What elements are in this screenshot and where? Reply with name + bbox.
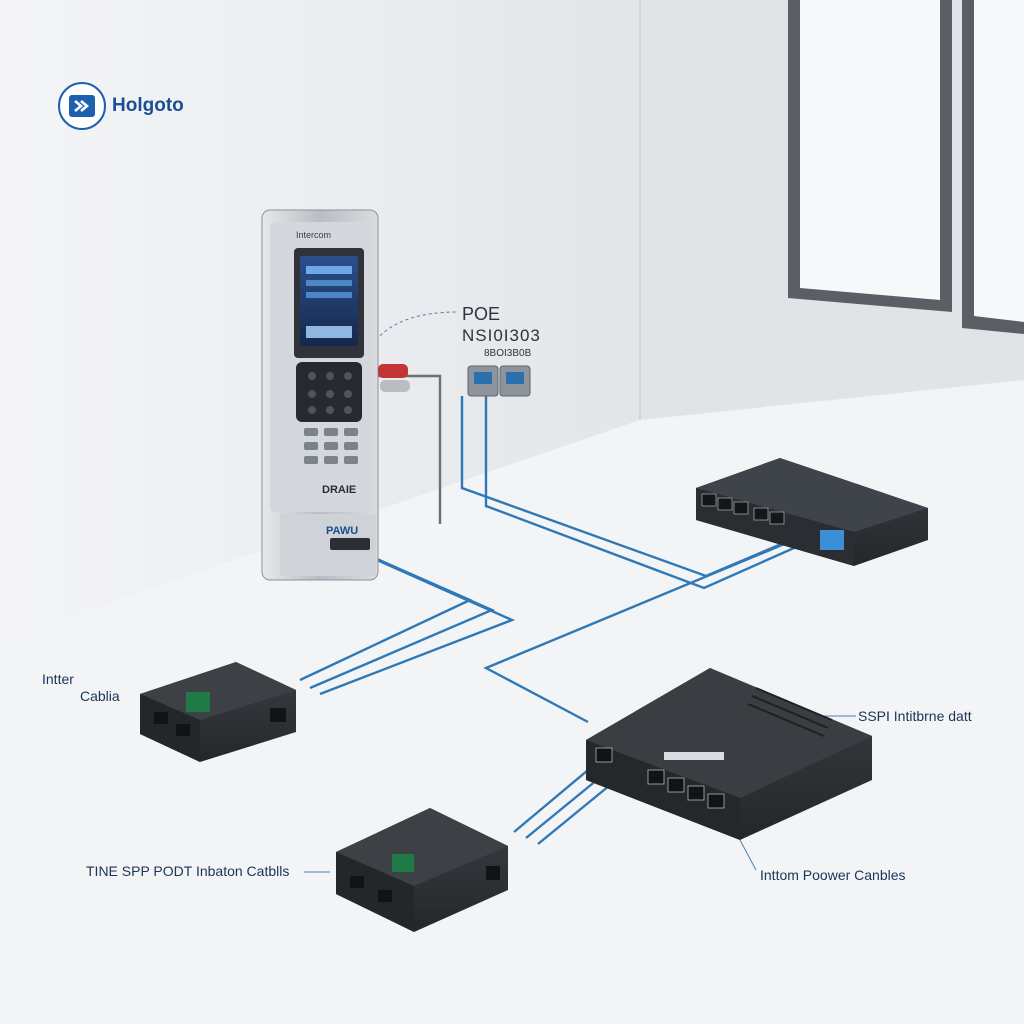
callout-inter-cable-line1: Intter: [42, 671, 74, 687]
intercom-keypad: [304, 428, 358, 464]
intercom-panel: [261, 209, 379, 581]
network-switch-main: [586, 668, 872, 840]
intercom-plate-label: PAWU: [326, 525, 359, 537]
intercom-screen: [300, 256, 358, 346]
status-led-board: [392, 854, 414, 872]
status-led-board: [186, 692, 210, 712]
poe-connector-block: [378, 364, 531, 397]
callout-sfp-uplink: SSPI Intitbrne datt: [858, 708, 972, 724]
callout-poe-model: NSI0I303: [462, 326, 541, 345]
callout-power-cables: Inttom Poower Canbles: [760, 867, 906, 883]
callout-sfp-port: TINE SPP PODT Inbaton Catblls: [86, 863, 290, 879]
callout-poe-title: POE: [462, 304, 501, 324]
cable-poe-to-right: [484, 396, 813, 590]
callout-inter-cable-line2: Cablia: [80, 688, 120, 704]
cable-intercom-to-injector-3: [319, 554, 516, 696]
window-right: [962, 0, 1024, 334]
brand-name: Holgoto: [112, 95, 184, 116]
poe-injector-bottom: [336, 808, 508, 932]
cable-switch-to-switch: [483, 538, 795, 724]
callout-leaders: [304, 311, 856, 873]
intercom-model-label: DRAIE: [322, 484, 357, 496]
cable-injector2-to-switch-1: [513, 759, 601, 833]
poe-injector-left: [140, 662, 296, 762]
callout-poe-sub: 8BOI3B0B: [484, 348, 532, 359]
network-switch-top: [696, 458, 928, 566]
window-left: [788, 0, 952, 312]
intercom-top-label: Intercom: [296, 230, 332, 240]
arrow-logo-icon: [58, 82, 106, 130]
brand-logo: Holgoto: [58, 82, 184, 130]
